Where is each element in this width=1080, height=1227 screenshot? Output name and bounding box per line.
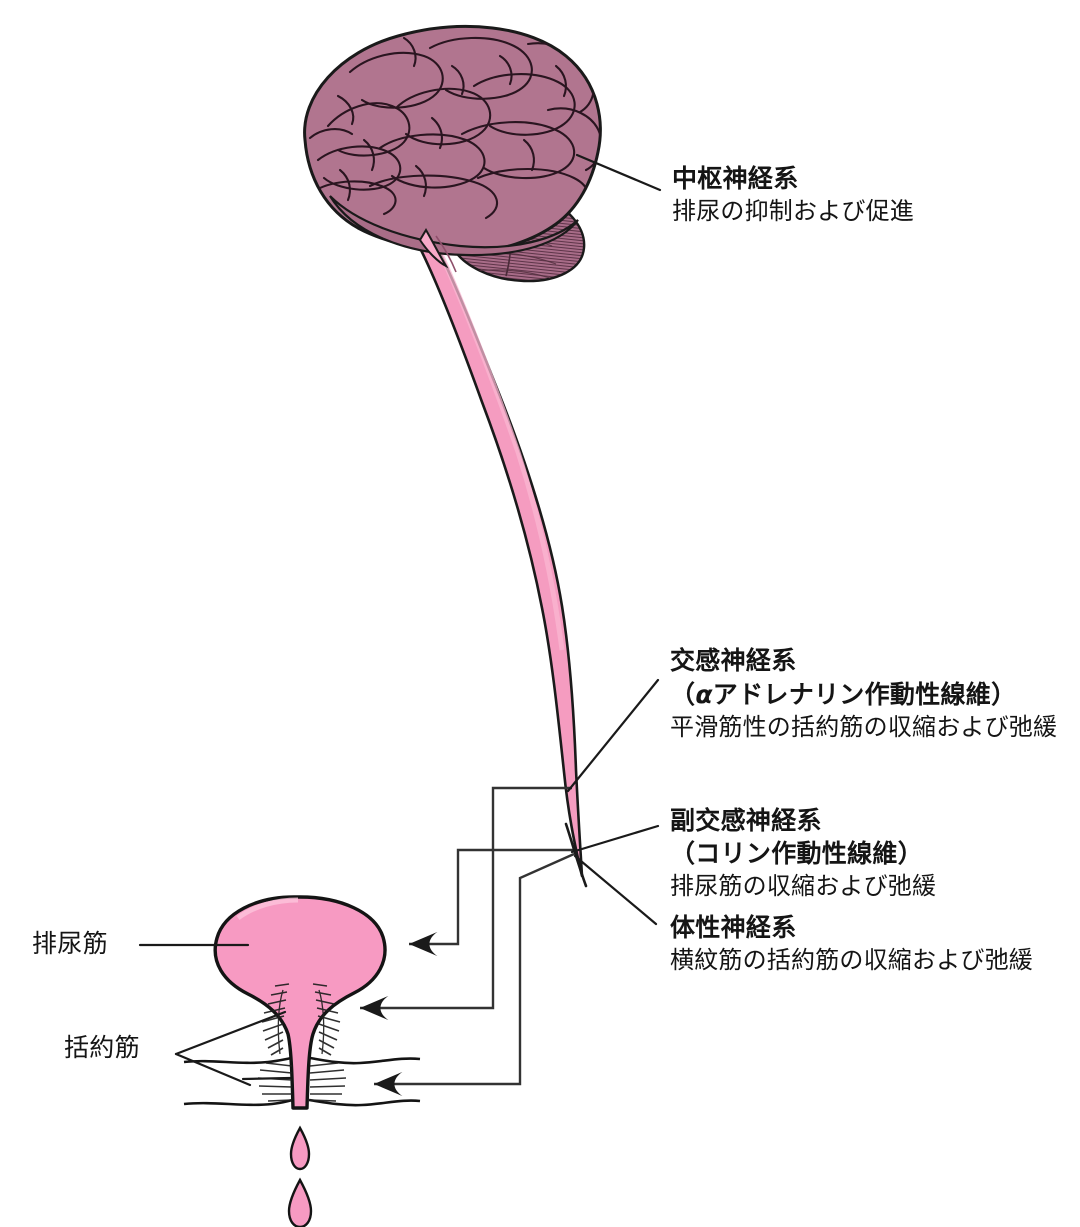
label-sphincter-muscle: 括約筋 [64, 1032, 140, 1065]
label-somatic-desc: 横紋筋の括約筋の収縮および弛緩 [670, 947, 1033, 974]
leader-sphincter [174, 1010, 287, 1056]
label-sympathetic-desc: 平滑筋性の括約筋の収縮および弛緩 [670, 714, 1058, 741]
label-cns-title: 中枢神経系 [672, 165, 799, 193]
label-detrusor-title: 排尿筋 [32, 930, 108, 958]
nerve-root-fiber [564, 822, 588, 888]
label-parasympathetic-title: 副交感神経系 [670, 807, 822, 835]
label-sphincter-title: 括約筋 [64, 1034, 140, 1062]
label-somatic-nervous-system: 体性神経系 横紋筋の括約筋の収縮および弛緩 [670, 912, 1033, 977]
brain-illustration [303, 24, 602, 283]
urinary-bladder [213, 895, 387, 1110]
label-parasympathetic-desc: 排尿筋の収縮および弛緩 [670, 873, 937, 900]
leader-parasympathetic [570, 824, 660, 854]
label-detrusor-muscle: 排尿筋 [32, 928, 108, 961]
label-somatic-title: 体性神経系 [670, 914, 797, 942]
leader-cns [575, 153, 662, 192]
label-parasympathetic-sub: （コリン作動性線維） [670, 840, 924, 868]
leader-sympathetic [566, 678, 660, 793]
label-central-nervous-system: 中枢神経系 排尿の抑制および促進 [672, 163, 914, 228]
spinal-cord [418, 236, 584, 878]
arrow-to-detrusor [409, 848, 573, 957]
label-sympathetic-sub-rest: アドレナリン作動性線維） [712, 681, 1017, 709]
label-parasympathetic-nervous-system: 副交感神経系 （コリン作動性線維） 排尿筋の収縮および弛緩 [670, 805, 936, 903]
leader-somatic [573, 854, 658, 926]
leader-sphincter-branch [174, 1052, 292, 1087]
label-sympathetic-sub: （αアドレナリン作動性線維） [670, 678, 1057, 712]
label-sympathetic-nervous-system: 交感神経系 （αアドレナリン作動性線維） 平滑筋性の括約筋の収縮および弛緩 [670, 645, 1057, 744]
arrow-to-external-sphincter [374, 852, 575, 1097]
label-sympathetic-title: 交感神経系 [670, 647, 797, 675]
urine-drops [287, 1125, 313, 1227]
internal-sphincter-muscle [261, 983, 341, 1056]
label-cns-desc: 排尿の抑制および促進 [672, 198, 914, 225]
arrow-to-internal-sphincter [360, 786, 572, 1021]
label-sympathetic-alpha: α [695, 680, 713, 709]
pelvic-floor [183, 1056, 421, 1107]
label-sympathetic-paren-open: （ [670, 681, 696, 709]
